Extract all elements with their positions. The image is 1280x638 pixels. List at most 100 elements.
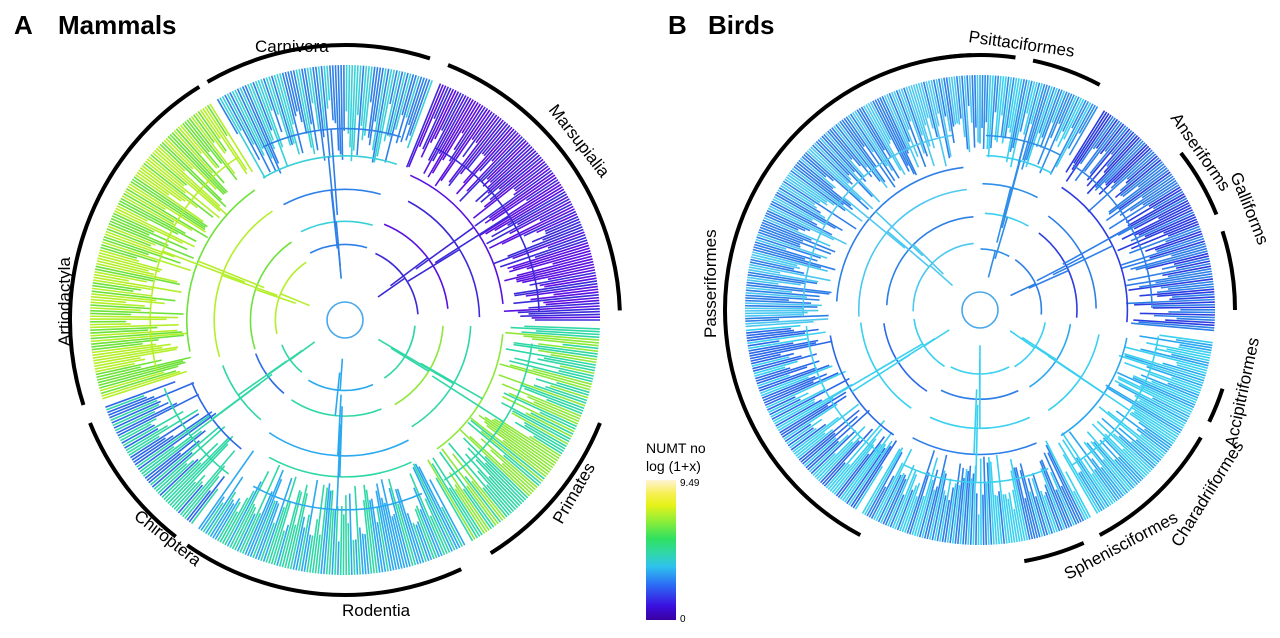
- bird-tip-branch: [911, 495, 925, 536]
- mammal-tip-branch: [478, 183, 562, 237]
- mammal-tip-branch: [287, 71, 298, 112]
- mammal-tip-branch: [328, 509, 335, 575]
- bird-stem: [973, 389, 978, 455]
- bird-tip-branch: [839, 120, 886, 183]
- bird-tip-branch: [1062, 453, 1099, 514]
- bird-tip-branch: [755, 360, 820, 382]
- mammal-tip-branch: [369, 500, 381, 573]
- bird-tip-branch: [1108, 167, 1168, 213]
- bird-tip-branch: [869, 101, 892, 141]
- mammal-tip-branch: [383, 502, 400, 570]
- bird-tip-branch: [1107, 410, 1165, 457]
- bird-tip-branch: [1057, 97, 1083, 148]
- bird-tip-branch: [1029, 491, 1044, 537]
- bird-tip-branch: [761, 221, 836, 253]
- mammal-tip-branch: [114, 210, 183, 244]
- mammal-tip-branch: [474, 169, 553, 227]
- bird-tip-branch: [1004, 77, 1015, 139]
- mammal-tip-branch: [247, 83, 276, 150]
- bird-tip-branch: [768, 392, 809, 414]
- bird-tip-branch: [994, 75, 1002, 141]
- mammal-tip-branch: [434, 108, 489, 187]
- mammal-tip-branch: [128, 183, 206, 233]
- bird-tip-branch: [776, 191, 843, 232]
- mammal-tip-branch: [241, 512, 262, 554]
- mammal-tip-branch: [509, 200, 572, 235]
- mammal-tip-branch: [206, 104, 228, 137]
- bird-tip-branch: [758, 228, 801, 246]
- mammal-tip-branch: [371, 68, 387, 151]
- clade-label-accipitriformes: Accipitriformes: [1221, 336, 1263, 449]
- bird-tip-branch: [1083, 121, 1123, 172]
- mammal-tip-branch: [137, 412, 217, 471]
- mammal-tip-branch: [367, 66, 379, 138]
- mammal-tip-branch: [493, 418, 559, 462]
- mammal-tip-branch: [135, 173, 204, 223]
- bird-tip-branch: [903, 87, 929, 157]
- mammal-tip-branch: [182, 122, 220, 168]
- mammal-tip-branch: [531, 316, 600, 319]
- bird-tip-branch: [747, 273, 806, 285]
- bird-tip-branch: [886, 93, 920, 168]
- bird-tip-branch: [746, 327, 792, 334]
- mammal-tip-branch: [499, 363, 591, 391]
- mammal-tip-branch: [265, 77, 280, 115]
- mammal-tip-branch: [363, 66, 373, 136]
- bird-tip-branch: [1133, 410, 1177, 440]
- bird-tip-branch: [765, 212, 806, 232]
- bird-tip-branch: [1001, 76, 1013, 144]
- mammal-tip-branch: [486, 198, 570, 245]
- bird-tip-branch: [1101, 417, 1157, 467]
- mammal-tip-branch: [485, 186, 563, 235]
- mammal-tip-branch: [175, 481, 203, 512]
- bird-tip-branch: [1148, 186, 1181, 207]
- bird-tip-branch: [1122, 448, 1150, 475]
- mammal-tip-branch: [448, 117, 502, 187]
- mammal-tip-branch: [507, 190, 566, 226]
- mammal-tip-branch: [249, 478, 283, 558]
- bird-tip-branch: [1068, 431, 1120, 500]
- bird-tip-branch: [861, 448, 901, 514]
- mammal-tip-branch: [171, 481, 196, 508]
- bird-tip-branch: [1166, 348, 1211, 359]
- mammal-tip-branch: [93, 279, 153, 291]
- mammal-tip-branch: [513, 343, 598, 358]
- bird-tip-branch: [767, 396, 796, 411]
- bird-tip-branch: [751, 352, 794, 365]
- bird-tip-branch: [858, 107, 886, 151]
- bird-tip-branch: [1113, 147, 1151, 184]
- bird-tip-branch: [1132, 375, 1197, 404]
- mammal-tip-branch: [90, 312, 132, 316]
- bird-tip-branch: [1012, 79, 1028, 149]
- mammal-tip-branch: [111, 400, 161, 424]
- mammal-tip-branch: [276, 73, 301, 155]
- bird-tip-branch: [788, 172, 835, 206]
- bird-tip-branch: [1027, 478, 1046, 537]
- bird-tip-branch: [983, 456, 988, 545]
- bird-clade-arc: [1179, 151, 1219, 216]
- mammal-tip-branch: [361, 66, 370, 141]
- bird-tip-branch: [786, 418, 823, 445]
- mammal-tip-branch: [356, 65, 362, 116]
- mammal-tip-branch: [409, 473, 446, 556]
- mammal-tip-branch: [229, 470, 270, 548]
- mammal-tip-branch: [376, 521, 387, 572]
- bird-tip-branch: [922, 81, 939, 138]
- mammal-tip-branch: [110, 217, 150, 236]
- bird-tip-branch: [841, 431, 893, 502]
- mammal-tip-branch: [270, 501, 292, 565]
- mammal-tip-branch: [503, 305, 600, 313]
- bird-tip-branch: [845, 116, 896, 188]
- mammal-tip-branch: [486, 146, 533, 189]
- bird-tip-branch: [756, 366, 808, 385]
- bird-tip-branch: [800, 432, 836, 463]
- mammal-tip-branch: [249, 82, 275, 141]
- mammal-tip-branch: [505, 348, 597, 366]
- mammal-tip-branch: [433, 86, 449, 120]
- bird-tip-branch: [746, 332, 806, 342]
- bird-tip-branch: [1040, 468, 1066, 530]
- mammal-tip-branch: [309, 67, 320, 130]
- mammal-tip-branch: [462, 112, 495, 158]
- bird-tip-branch: [781, 395, 847, 438]
- mammal-tip-branch: [501, 462, 535, 493]
